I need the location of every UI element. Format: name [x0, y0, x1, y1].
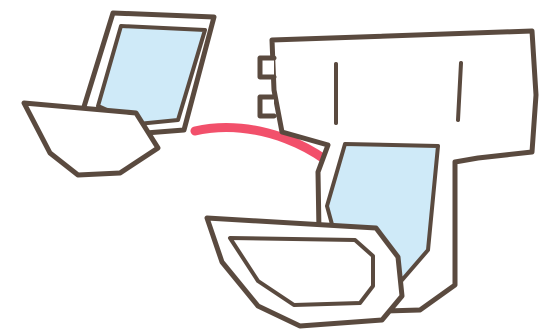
diaper-tab-lower	[260, 97, 274, 116]
insert-pad-front	[24, 103, 158, 175]
diaper-tab-upper	[260, 58, 274, 77]
insert-pad	[24, 13, 214, 175]
adult-diaper	[207, 31, 536, 326]
